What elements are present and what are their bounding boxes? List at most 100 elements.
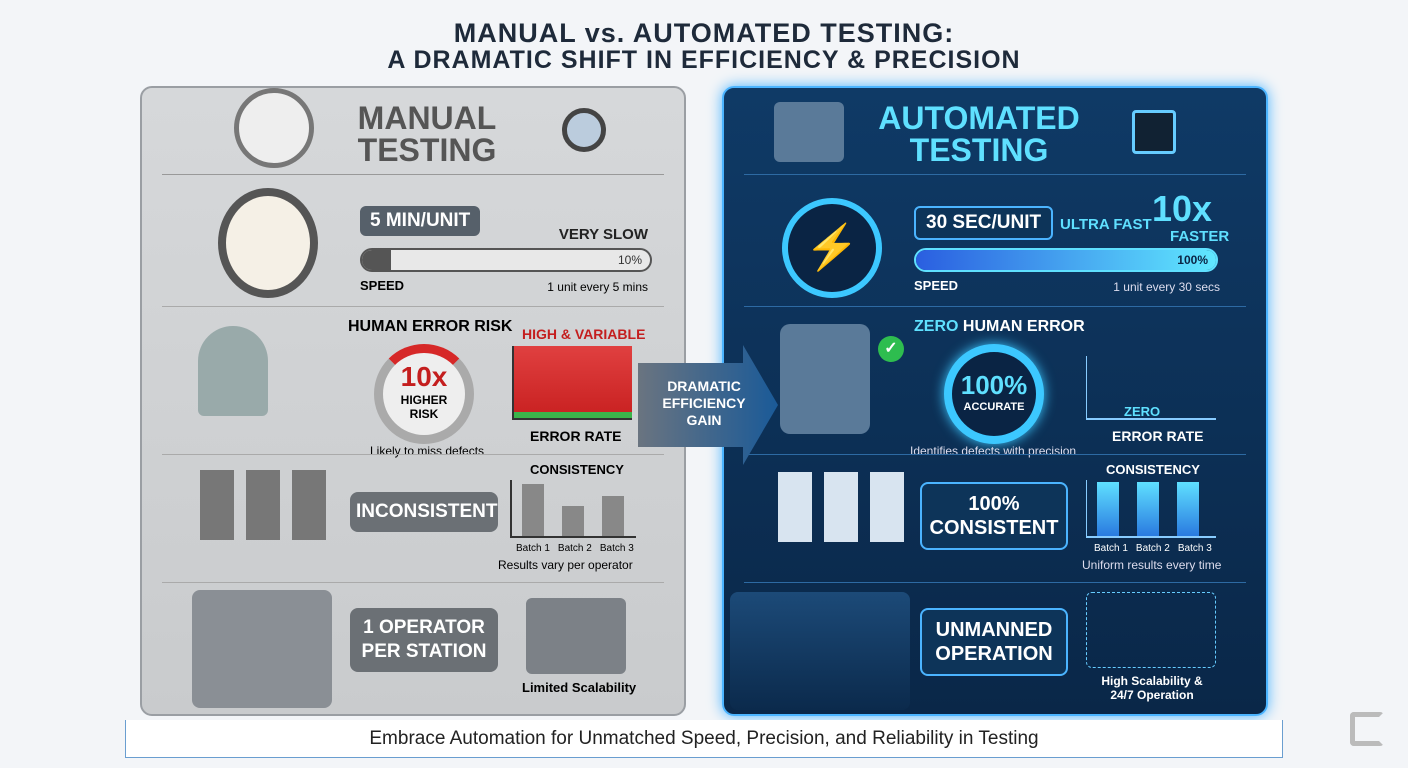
speed-bubble: 30 SEC/UNIT (914, 206, 1054, 240)
batch-3-bar (1177, 482, 1199, 536)
scalability-note: High Scalability & 24/7 Operation (1082, 674, 1222, 702)
error-chart-label: ERROR RATE (1112, 428, 1204, 444)
error-baseline (514, 412, 632, 418)
speed-multiplier-label: FASTER (1170, 228, 1230, 245)
speed-label: SPEED (914, 278, 959, 293)
batch-2-bar (562, 506, 584, 536)
scalability-note-line2: 24/7 Operation (1110, 688, 1194, 702)
error-heading: HUMAN ERROR RISK (348, 318, 513, 335)
automated-testing-panel: AUTOMATED TESTING ⚡ 30 SEC/UNIT ULTRA FA… (722, 86, 1268, 716)
lightning-stopwatch-icon: ⚡ (782, 198, 882, 298)
check-icon: ✓ (878, 336, 904, 362)
operator-box: 1 OPERATOR PER STATION (350, 608, 498, 672)
divider (162, 582, 664, 583)
auto-heading: AUTOMATED TESTING (864, 102, 1094, 166)
speed-note: 1 unit every 5 mins (547, 280, 648, 294)
stopwatch-icon (218, 188, 318, 298)
batch-labels: Batch 1 Batch 2 Batch 3 (1094, 543, 1212, 554)
clock-icon (234, 88, 314, 168)
chip-icon (1132, 110, 1176, 154)
risk-note: Likely to miss defects (370, 444, 485, 458)
divider (162, 306, 664, 307)
robot-arm-icon (780, 324, 870, 434)
logo-icon (1350, 712, 1384, 746)
risk-line1: HIGHER (400, 393, 448, 407)
error-heading-text: HUMAN ERROR (962, 318, 1085, 335)
error-chart-value: ZERO (1124, 404, 1161, 419)
error-chart-title: HIGH & VARIABLE (522, 326, 646, 342)
risk-ring: 10x HIGHER RISK (374, 344, 474, 444)
batch-3-bar (602, 496, 624, 536)
scalability-note: Limited Scalability (522, 680, 637, 695)
error-chart-label: ERROR RATE (530, 428, 622, 444)
speed-percent: 100% (1177, 253, 1208, 267)
efficiency-line1: DRAMATIC (667, 378, 741, 394)
consistent-box-line1: 100% (968, 493, 1020, 515)
divider (162, 454, 664, 455)
consistency-chart (510, 480, 636, 538)
speed-bar-fill (916, 250, 1216, 270)
manual-heading-line2: TESTING (357, 132, 497, 168)
manual-heading: MANUAL TESTING (342, 102, 512, 166)
unmanned-box: UNMANNED OPERATION (920, 608, 1068, 676)
divider (744, 306, 1246, 307)
title-line-1: MANUAL vs. AUTOMATED TESTING: (453, 18, 955, 48)
divider (744, 454, 1246, 455)
batch-label: Batch 1 (516, 543, 550, 554)
risk-multiplier: 10x (400, 361, 448, 392)
batch-2-bar (1137, 482, 1159, 536)
divider (744, 174, 1246, 175)
error-heading-accent: ZERO (914, 318, 959, 335)
accuracy-label: ACCURATE (963, 401, 1025, 413)
robot-laser-icon (774, 102, 844, 162)
consistent-box-line2: CONSISTENT (929, 517, 1059, 539)
speed-bar: 100% (914, 248, 1218, 272)
consistent-box: 100% CONSISTENT (920, 482, 1068, 550)
batch-label: Batch 3 (1177, 543, 1212, 554)
batch-labels: Batch 1 Batch 2 Batch 3 (516, 543, 634, 554)
efficiency-line2: EFFICIENCY (662, 395, 746, 411)
title-line-2: A DRAMATIC SHIFT IN EFFICIENCY & PRECISI… (387, 46, 1021, 74)
robotic-line-icon (730, 592, 910, 710)
manual-testing-panel: MANUAL TESTING 5 MIN/UNIT VERY SLOW 10% … (140, 86, 686, 716)
operator-box-line2: PER STATION (361, 641, 487, 662)
batch-label: Batch 3 (599, 543, 634, 554)
risk-line2: RISK (409, 407, 439, 421)
speed-multiplier: 10x (1152, 188, 1213, 229)
consistency-chart (1086, 480, 1216, 538)
consistency-title: CONSISTENCY (1106, 462, 1200, 477)
error-heading: ZERO HUMAN ERROR (914, 318, 1085, 336)
batch-label: Batch 2 (1135, 543, 1170, 554)
divider (744, 582, 1246, 583)
inconsistent-box: INCONSISTENT (350, 492, 498, 532)
scalability-note-line1: High Scalability & (1101, 674, 1203, 688)
manual-heading-line1: MANUAL (357, 100, 497, 136)
magnifier-icon (562, 108, 606, 152)
error-rate-chart (512, 346, 632, 420)
speed-bubble: 5 MIN/UNIT (360, 206, 481, 236)
speed-percent: 10% (617, 253, 642, 267)
operator-box-line1: 1 OPERATOR (363, 617, 485, 638)
auto-heading-line1: AUTOMATED (878, 100, 1080, 136)
confused-person-icon (198, 326, 268, 416)
consistency-note: Uniform results every time (1082, 558, 1222, 572)
speed-rating: VERY SLOW (558, 226, 648, 243)
efficiency-line3: GAIN (686, 412, 722, 428)
speed-label: SPEED (360, 278, 405, 293)
accuracy-ring: 100% ACCURATE (944, 344, 1044, 444)
efficiency-label: DRAMATIC EFFICIENCY GAIN (648, 378, 760, 429)
accuracy-value: 100% (960, 370, 1028, 400)
batch-1-bar (1097, 482, 1119, 536)
batch-label: Batch 2 (557, 543, 592, 554)
speed-bar: 10% (360, 248, 652, 272)
unmanned-box-line2: OPERATION (935, 643, 1053, 665)
batch-1-bar (522, 484, 544, 536)
operator-icon (192, 590, 332, 708)
divider (162, 174, 664, 175)
speed-bar-fill (362, 250, 391, 270)
batch-label: Batch 1 (1094, 543, 1128, 554)
consistency-note: Results vary per operator (498, 558, 633, 572)
workstation-icon (526, 598, 626, 674)
auto-heading-line2: TESTING (909, 132, 1049, 168)
speed-note: 1 unit every 30 secs (1113, 280, 1220, 294)
